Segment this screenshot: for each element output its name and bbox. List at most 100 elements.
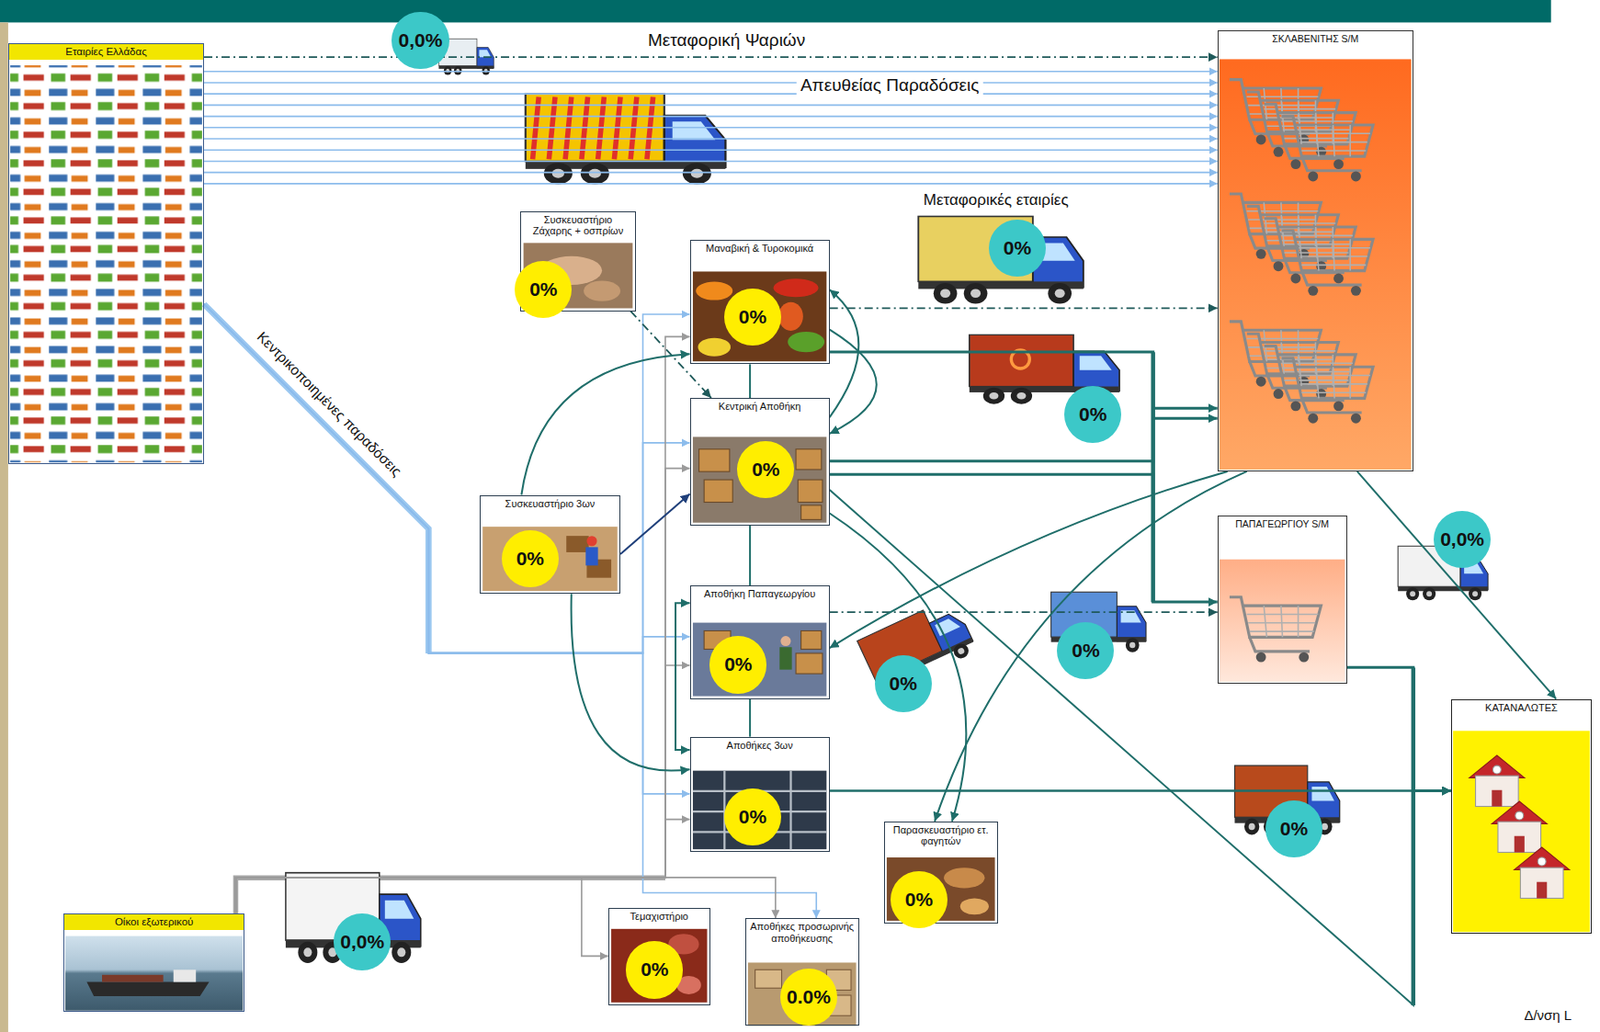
connector: [204, 56, 1218, 58]
percent-value: 0%: [1078, 403, 1107, 426]
connector: [204, 148, 1218, 151]
connector: [235, 336, 690, 913]
supermarket-box: ΠΑΠΑΓΕΩΡΓΙΟΥ S/M: [1217, 515, 1348, 684]
connector: [934, 471, 1248, 822]
percent-circle: 0,0%: [391, 11, 449, 69]
box-title: Συσκευαστήριο 3ων: [480, 496, 620, 512]
connector: [675, 602, 691, 750]
percent-circle: 0%: [501, 530, 559, 588]
connector: [235, 665, 690, 914]
percent-value: 0%: [751, 458, 780, 481]
box-title: Συσκευαστήριο Ζάχαρης + οσπρίων: [521, 212, 635, 239]
connector: [204, 304, 691, 654]
connector: [204, 304, 817, 919]
percent-value: 0%: [1003, 237, 1032, 260]
connector: [1347, 667, 1452, 791]
percent-circle: 0%: [625, 941, 683, 999]
facility-box: Αποθήκες 3ων 0%: [690, 737, 830, 852]
connector: [235, 877, 608, 956]
percent-circle: 0%: [724, 788, 782, 846]
supermarket-box: ΣΚΛΑΒΕΝΙΤΗΣ S/M: [1217, 30, 1414, 472]
box-title: Μαναβική & Τυροκομικά: [691, 240, 829, 257]
annotation: Μεταφορικές εταιρίες: [919, 190, 1073, 209]
box-title: Κεντρική Αποθήκη: [691, 398, 829, 415]
percent-circle: 0,0%: [333, 913, 391, 971]
facility-box: Κεντρική Αποθήκη 0%: [690, 397, 830, 526]
percent-value: 0%: [738, 805, 767, 829]
percent-circle: 0.0%: [780, 968, 838, 1026]
percent-value: 0.0%: [786, 986, 831, 1009]
percent-value: 0%: [1071, 639, 1100, 662]
edge-label: Μεταφορική Ψαριών: [644, 30, 809, 52]
connector: [829, 471, 1228, 648]
connector: [235, 468, 690, 914]
connector: [748, 699, 751, 738]
percent-value: 0,0%: [398, 29, 443, 52]
box-title: Τεμαχιστήριο: [609, 908, 710, 925]
percent-circle: 0%: [1064, 385, 1122, 443]
percent-circle: 0%: [874, 655, 932, 713]
facility-box: Μαναβική & Τυροκομικά 0%: [690, 239, 830, 364]
percent-value: 0%: [516, 547, 545, 570]
connector: [204, 104, 1218, 107]
box-title: Αποθήκες 3ων: [691, 737, 829, 754]
edge-label: Απευθείας Παραδόσεις: [796, 75, 984, 97]
facility-box: Τεμαχιστήριο 0%: [608, 907, 711, 1005]
connector: [829, 351, 1218, 419]
connector: [630, 311, 712, 398]
connector: [829, 474, 1218, 602]
connector: [204, 70, 1218, 73]
box-title: Αποθήκες προσωρινής αποθήκευσης: [746, 919, 859, 946]
connector: [204, 137, 1218, 140]
connector: [204, 304, 691, 654]
annotation: Κεντρικοποιημένες παραδόσεις: [249, 325, 408, 483]
percent-value: 0%: [888, 672, 917, 695]
connector: [829, 512, 967, 821]
facility-box: Αποθήκη Παπαγεωργίου 0%: [690, 585, 830, 699]
connector: [748, 525, 751, 587]
percent-value: 0%: [640, 958, 669, 981]
facility-box: Αποθήκες προσωρινής αποθήκευσης 0.0%: [745, 918, 860, 1026]
connector: [620, 493, 691, 555]
connector: [829, 306, 1218, 309]
box-title: Παρασκευαστήριο ετ. φαγητών: [885, 822, 998, 850]
box-title: ΣΚΛΑΒΕΝΙΤΗΣ S/M: [1218, 31, 1413, 46]
connector: [204, 304, 691, 654]
box-title: Αποθήκη Παπαγεωργίου: [691, 586, 829, 602]
box-title: ΠΑΠΑΓΕΩΡΓΙΟΥ S/M: [1218, 516, 1347, 532]
connector: [829, 408, 1218, 462]
connector: [829, 789, 1452, 793]
connector: [204, 126, 1218, 129]
percent-circle: 0%: [988, 219, 1046, 277]
facility-box: Συσκευαστήριο Ζάχαρης + οσπρίων 0%: [520, 211, 636, 312]
connector: [204, 160, 1218, 163]
connector: [204, 115, 1218, 118]
annotation: Δ/νση L: [1520, 1007, 1576, 1024]
percent-circle: 0%: [514, 260, 572, 318]
connector: [521, 353, 690, 495]
percent-circle: 0%: [1265, 800, 1323, 858]
box-title: Εταιρίες Ελλάδας: [9, 44, 204, 60]
percent-value: 0,0%: [1440, 528, 1485, 551]
percent-value: 0%: [529, 278, 557, 301]
connector: [204, 171, 1218, 174]
connector: [1357, 471, 1557, 700]
percent-circle: 0%: [737, 441, 795, 499]
connector: [829, 289, 860, 418]
box-title: Οίκοι εξωτερικού: [64, 914, 245, 931]
company-box: Εταιρίες Ελλάδας: [8, 43, 205, 466]
box-title: ΚΑΤΑΝΑΛΩΤΕΣ: [1452, 700, 1591, 716]
connector: [204, 92, 1218, 95]
percent-circle: 0,0%: [1433, 510, 1491, 568]
connector: [748, 363, 751, 398]
percent-value: 0%: [738, 306, 767, 329]
connector: [204, 81, 1218, 84]
connector: [204, 304, 691, 795]
connector: [829, 611, 1218, 613]
percent-circle: 0%: [709, 635, 767, 693]
connector: [204, 182, 1218, 185]
percent-value: 0%: [724, 653, 752, 676]
company-box: Οίκοι εξωτερικού: [63, 913, 246, 1013]
